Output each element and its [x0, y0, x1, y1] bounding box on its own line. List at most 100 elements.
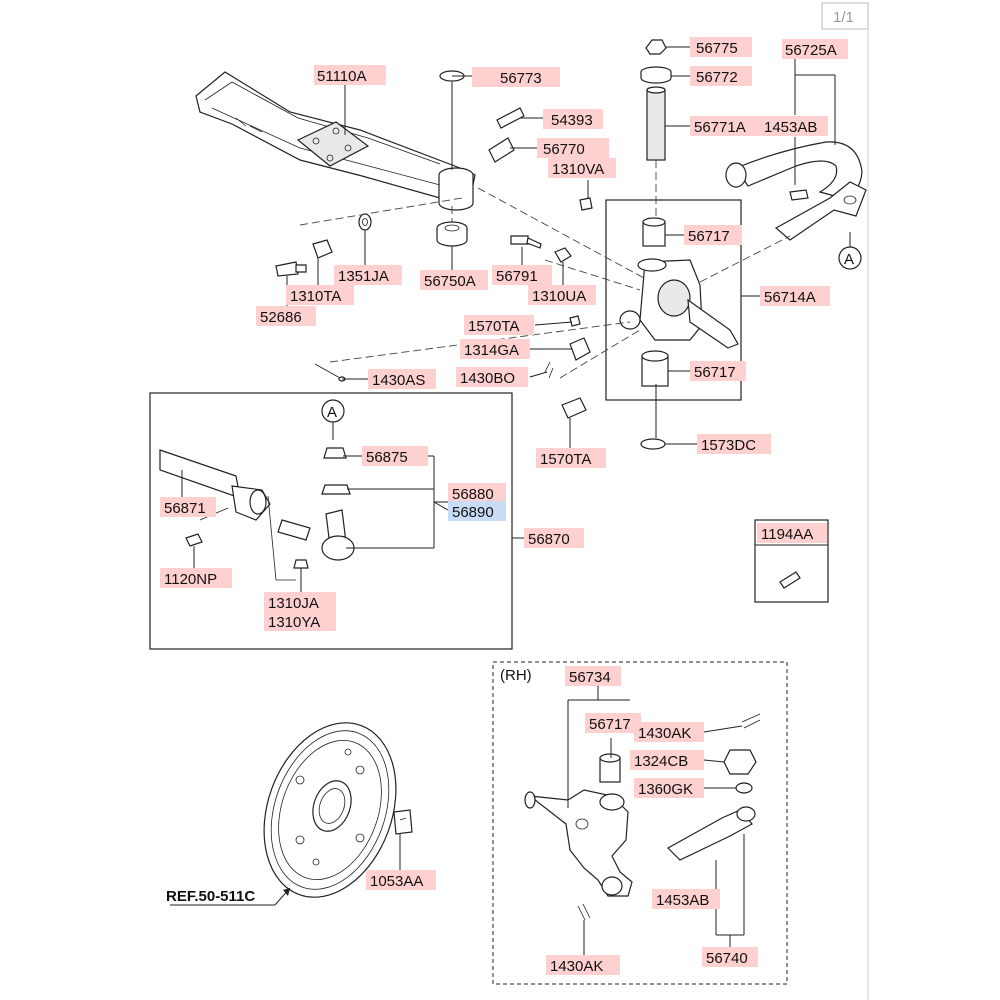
svg-text:1453AB: 1453AB [656, 892, 709, 909]
bolt-box [754, 519, 829, 603]
axle-beam-drawing [195, 71, 476, 201]
callout-56773[interactable]: 56773 [472, 67, 560, 87]
steering-arm-drawing [725, 141, 867, 241]
svg-text:56771A: 56771A [694, 119, 746, 136]
callout-56740[interactable]: 56740 [702, 947, 758, 967]
kingpin-boss-drawing [436, 70, 474, 247]
svg-text:56870: 56870 [528, 531, 570, 548]
callouts: 51110A 56773 54393 56770 56775 56772 567… [160, 37, 848, 975]
svg-text:1310TA: 1310TA [290, 288, 341, 305]
callout-51110A[interactable]: 51110A [314, 65, 386, 85]
rh-label: (RH) [500, 667, 532, 684]
callout-56871[interactable]: 56871 [160, 497, 216, 517]
callout-56775[interactable]: 56775 [690, 37, 752, 57]
svg-text:56717: 56717 [589, 716, 631, 733]
callout-56791[interactable]: 56791 [492, 265, 552, 285]
svg-text:1120NP: 1120NP [164, 571, 217, 588]
callout-56734[interactable]: 56734 [565, 666, 621, 686]
svg-text:56740: 56740 [706, 950, 748, 967]
callout-1310YA[interactable]: 1310YA [264, 611, 336, 631]
tie-rod-box [149, 392, 513, 650]
svg-text:1430AK: 1430AK [550, 958, 603, 975]
callout-56772[interactable]: 56772 [690, 66, 752, 86]
leader-lines [170, 46, 836, 955]
svg-text:1194AA: 1194AA [761, 526, 813, 543]
svg-text:1430AK: 1430AK [638, 725, 691, 742]
callout-1053AA[interactable]: 1053AA [366, 870, 436, 890]
svg-text:56734: 56734 [569, 669, 611, 686]
callout-56714A[interactable]: 56714A [760, 286, 830, 306]
svg-text:56880: 56880 [452, 486, 494, 503]
callout-1194AA[interactable]: 1194AA [757, 523, 827, 543]
reference-label[interactable]: REF.50-511C [166, 888, 255, 905]
svg-text:56750A: 56750A [424, 273, 476, 290]
callout-1310UA[interactable]: 1310UA [528, 285, 596, 305]
callout-1570TA-lower[interactable]: 1570TA [536, 448, 606, 468]
svg-text:1430AS: 1430AS [372, 372, 425, 389]
callout-1570TA-upper[interactable]: 1570TA [464, 315, 534, 335]
callout-52686[interactable]: 52686 [256, 306, 316, 326]
svg-text:56772: 56772 [696, 69, 738, 86]
svg-text:54393: 54393 [551, 112, 593, 129]
callout-1314GA[interactable]: 1314GA [460, 339, 530, 359]
svg-text:A: A [327, 404, 337, 421]
backing-plate-drawing [263, 722, 413, 898]
svg-text:A: A [844, 251, 854, 268]
svg-text:56875: 56875 [366, 449, 408, 466]
pins-drawing [314, 361, 554, 382]
callout-1430BO[interactable]: 1430BO [456, 367, 528, 387]
svg-text:56773: 56773 [500, 70, 542, 87]
svg-text:56890: 56890 [452, 504, 494, 521]
callout-1324CB[interactable]: 1324CB [630, 750, 704, 770]
callout-1453AB-upper[interactable]: 1453AB [760, 116, 828, 136]
callout-56770[interactable]: 56770 [537, 138, 609, 158]
rh-box [492, 661, 788, 985]
svg-text:56717: 56717 [694, 364, 736, 381]
callout-56880[interactable]: 56880 [448, 483, 506, 503]
svg-text:56791: 56791 [496, 268, 538, 285]
callout-1310VA[interactable]: 1310VA [548, 158, 616, 178]
callout-1310TA-upper[interactable]: 1310TA [286, 285, 354, 305]
page-counter: 1/1 [821, 2, 869, 30]
marker-a-lower: A [321, 399, 345, 423]
callout-56771A[interactable]: 56771A [690, 116, 760, 136]
svg-text:1310VA: 1310VA [552, 161, 604, 178]
tie-rod-drawing [159, 447, 355, 581]
svg-text:1053AA: 1053AA [370, 873, 423, 890]
callout-56725A[interactable]: 56725A [782, 39, 848, 59]
callout-56870[interactable]: 56870 [524, 528, 584, 548]
callout-1430AK-upper[interactable]: 1430AK [634, 722, 704, 742]
svg-text:1570TA: 1570TA [468, 318, 519, 335]
callout-1430AK-lower[interactable]: 1430AK [546, 955, 620, 975]
callout-56717-rh[interactable]: 56717 [585, 713, 641, 733]
callout-1430AS[interactable]: 1430AS [368, 369, 436, 389]
svg-text:56717: 56717 [688, 228, 730, 245]
svg-text:1/1: 1/1 [833, 9, 854, 26]
svg-text:1324CB: 1324CB [634, 753, 688, 770]
svg-text:56871: 56871 [164, 500, 206, 517]
marker-a-upper: A [838, 246, 862, 270]
callout-1573DC[interactable]: 1573DC [697, 434, 771, 454]
callout-54393[interactable]: 54393 [543, 109, 603, 129]
callout-56890[interactable]: 56890 [448, 501, 506, 521]
callout-1360GK[interactable]: 1360GK [634, 778, 704, 798]
svg-text:1310JA: 1310JA [268, 595, 319, 612]
callout-1453AB-rh[interactable]: 1453AB [652, 889, 720, 909]
svg-text:56770: 56770 [543, 141, 585, 158]
callout-1351JA[interactable]: 1351JA [334, 265, 402, 285]
svg-text:1430BO: 1430BO [460, 370, 515, 387]
svg-text:56714A: 56714A [764, 289, 816, 306]
callout-56750A[interactable]: 56750A [420, 270, 488, 290]
knuckle-drawing [561, 199, 742, 450]
callout-56717-upper[interactable]: 56717 [684, 225, 742, 245]
svg-text:1314GA: 1314GA [464, 342, 519, 359]
callout-1310JA[interactable]: 1310JA [264, 592, 336, 612]
svg-text:1360GK: 1360GK [638, 781, 693, 798]
svg-text:1351JA: 1351JA [338, 268, 389, 285]
callout-56717-lower[interactable]: 56717 [690, 361, 746, 381]
callout-56875[interactable]: 56875 [362, 446, 428, 466]
svg-text:56775: 56775 [696, 40, 738, 57]
svg-text:52686: 52686 [260, 309, 302, 326]
callout-1120NP[interactable]: 1120NP [160, 568, 232, 588]
